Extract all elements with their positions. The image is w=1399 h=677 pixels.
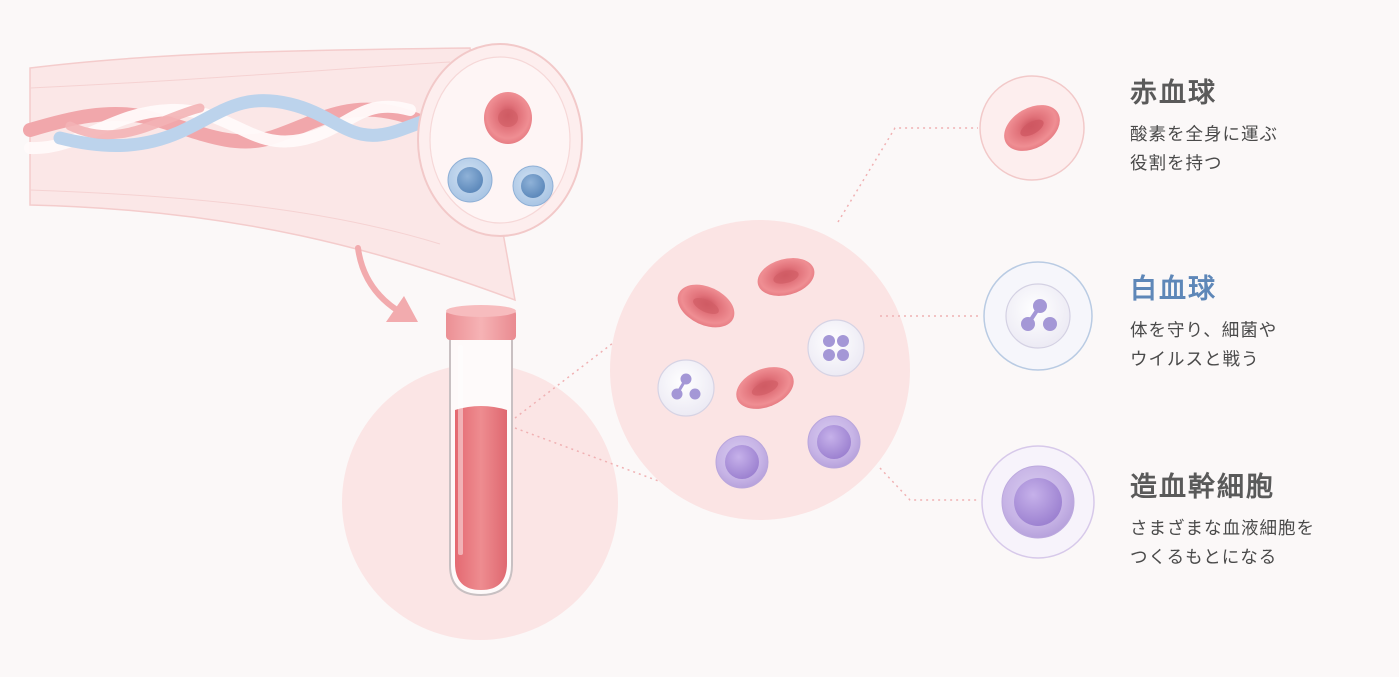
magnified-red-cell-3	[736, 367, 794, 409]
red-blood-cell-icon	[979, 75, 1085, 181]
legend-title-red: 赤血球	[1130, 78, 1217, 109]
vessel-red-cell	[484, 92, 532, 144]
magnified-stem-cell-2	[807, 415, 861, 469]
test-tube-icon	[446, 305, 516, 597]
tube-connector-lines	[514, 329, 673, 487]
magnified-white-cell-1	[807, 319, 865, 377]
magnified-blood-view	[610, 220, 910, 520]
legend-desc-white: 体を守り、細菌や ウイルスと戦う	[1130, 317, 1390, 375]
legend-title-white: 白血球	[1130, 274, 1217, 305]
legend-desc-red-line2: 役割を持つ	[1130, 153, 1223, 174]
legend-desc-red-line1: 酸素を全身に運ぶ	[1130, 125, 1278, 145]
magnified-white-cell-2	[657, 359, 715, 417]
legend-desc-stem-line1: さまざまな血液細胞を	[1130, 519, 1315, 539]
vessel-blue-cell-1	[447, 157, 493, 203]
legend-title-stem: 造血幹細胞	[1130, 472, 1275, 503]
legend-desc-stem-line2: つくるもとになる	[1130, 547, 1278, 568]
legend-desc-stem: さまざまな血液細胞を つくるもとになる	[1130, 515, 1390, 573]
legend-stem-cell: 造血幹細胞 さまざまな血液細胞を つくるもとになる	[1130, 474, 1390, 573]
vessel-blue-cell-2	[512, 165, 554, 207]
white-blood-cell-icon	[983, 261, 1093, 371]
legend-red-blood-cell: 赤血球 酸素を全身に運ぶ 役割を持つ	[1130, 80, 1390, 179]
legend-desc-red: 酸素を全身に運ぶ 役割を持つ	[1130, 121, 1390, 179]
blood-vessel	[23, 43, 583, 302]
magnified-red-cell-1	[677, 284, 735, 328]
legend-desc-white-line1: 体を守り、細菌や	[1130, 321, 1278, 341]
legend-white-blood-cell: 白血球 体を守り、細菌や ウイルスと戦う	[1130, 276, 1390, 375]
arrow-icon	[355, 245, 418, 322]
legend-connector-lines	[837, 127, 978, 501]
magnified-red-cell-2	[757, 258, 815, 296]
hematopoietic-stem-cell-icon	[981, 445, 1095, 559]
legend-desc-white-line2: ウイルスと戦う	[1130, 349, 1260, 370]
magnified-stem-cell-1	[715, 435, 769, 489]
